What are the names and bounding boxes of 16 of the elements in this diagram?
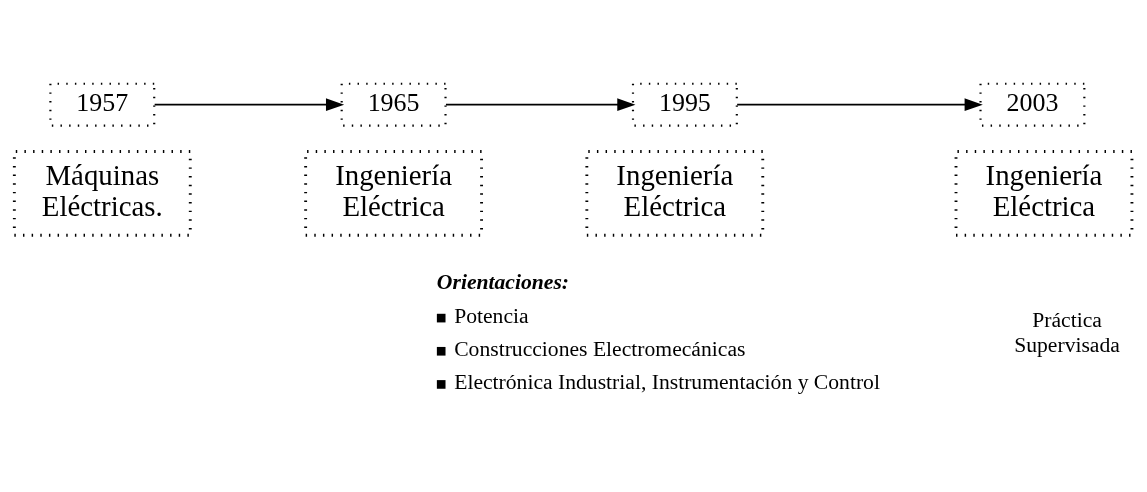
node-box: 2003 (979, 82, 1086, 127)
label: Potencia (454, 304, 529, 329)
label: Práctica Supervisada (1014, 308, 1120, 357)
arrow (153, 98, 345, 112)
node-box: Ingeniería Eléctrica (954, 150, 1134, 237)
label: Construcciones Electromecánicas (454, 337, 746, 362)
node-box: 1965 (340, 82, 447, 127)
arrow (445, 98, 636, 112)
node-box: Máquinas Eléctricas. (12, 150, 192, 237)
node-box: Ingeniería Eléctrica (304, 150, 483, 237)
label: Orientaciones: (436, 269, 570, 294)
node-box: 1995 (631, 82, 738, 127)
node-box: Ingeniería Eléctrica (585, 150, 765, 237)
label: Electrónica Industrial, Instrumentación y Control (454, 370, 880, 395)
node-box: 1957 (49, 82, 156, 127)
arrow (736, 98, 983, 112)
